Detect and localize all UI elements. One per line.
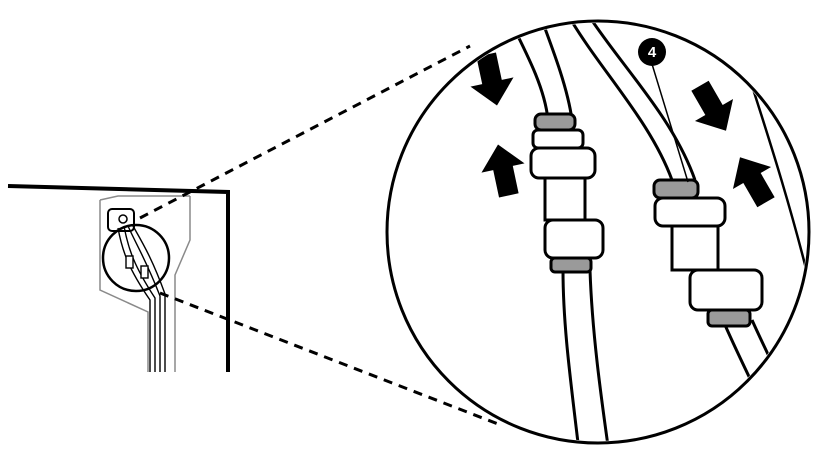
leader-line-bottom: [159, 291, 499, 426]
callout-number: 4: [648, 44, 657, 61]
small-water-lines: [117, 225, 166, 372]
left-fitting-down-arrow-icon: [470, 52, 514, 106]
callout-4: 4: [638, 38, 689, 183]
leader-line-top: [139, 44, 471, 220]
refrigerator-back-panel: [7, 184, 230, 372]
leader-lines: [139, 44, 499, 426]
right-fitting-down-arrow-icon: [691, 80, 734, 131]
magnified-view: 4: [385, 19, 811, 445]
right-fitting-up-arrow-icon: [732, 157, 775, 208]
left-fitting: [529, 112, 605, 274]
callout-badge: [638, 38, 666, 66]
small-detail-circle: [101, 223, 171, 293]
arrow-group: [470, 52, 775, 208]
left-fitting-up-arrow-icon: [481, 144, 525, 198]
right-fitting: [652, 178, 764, 328]
